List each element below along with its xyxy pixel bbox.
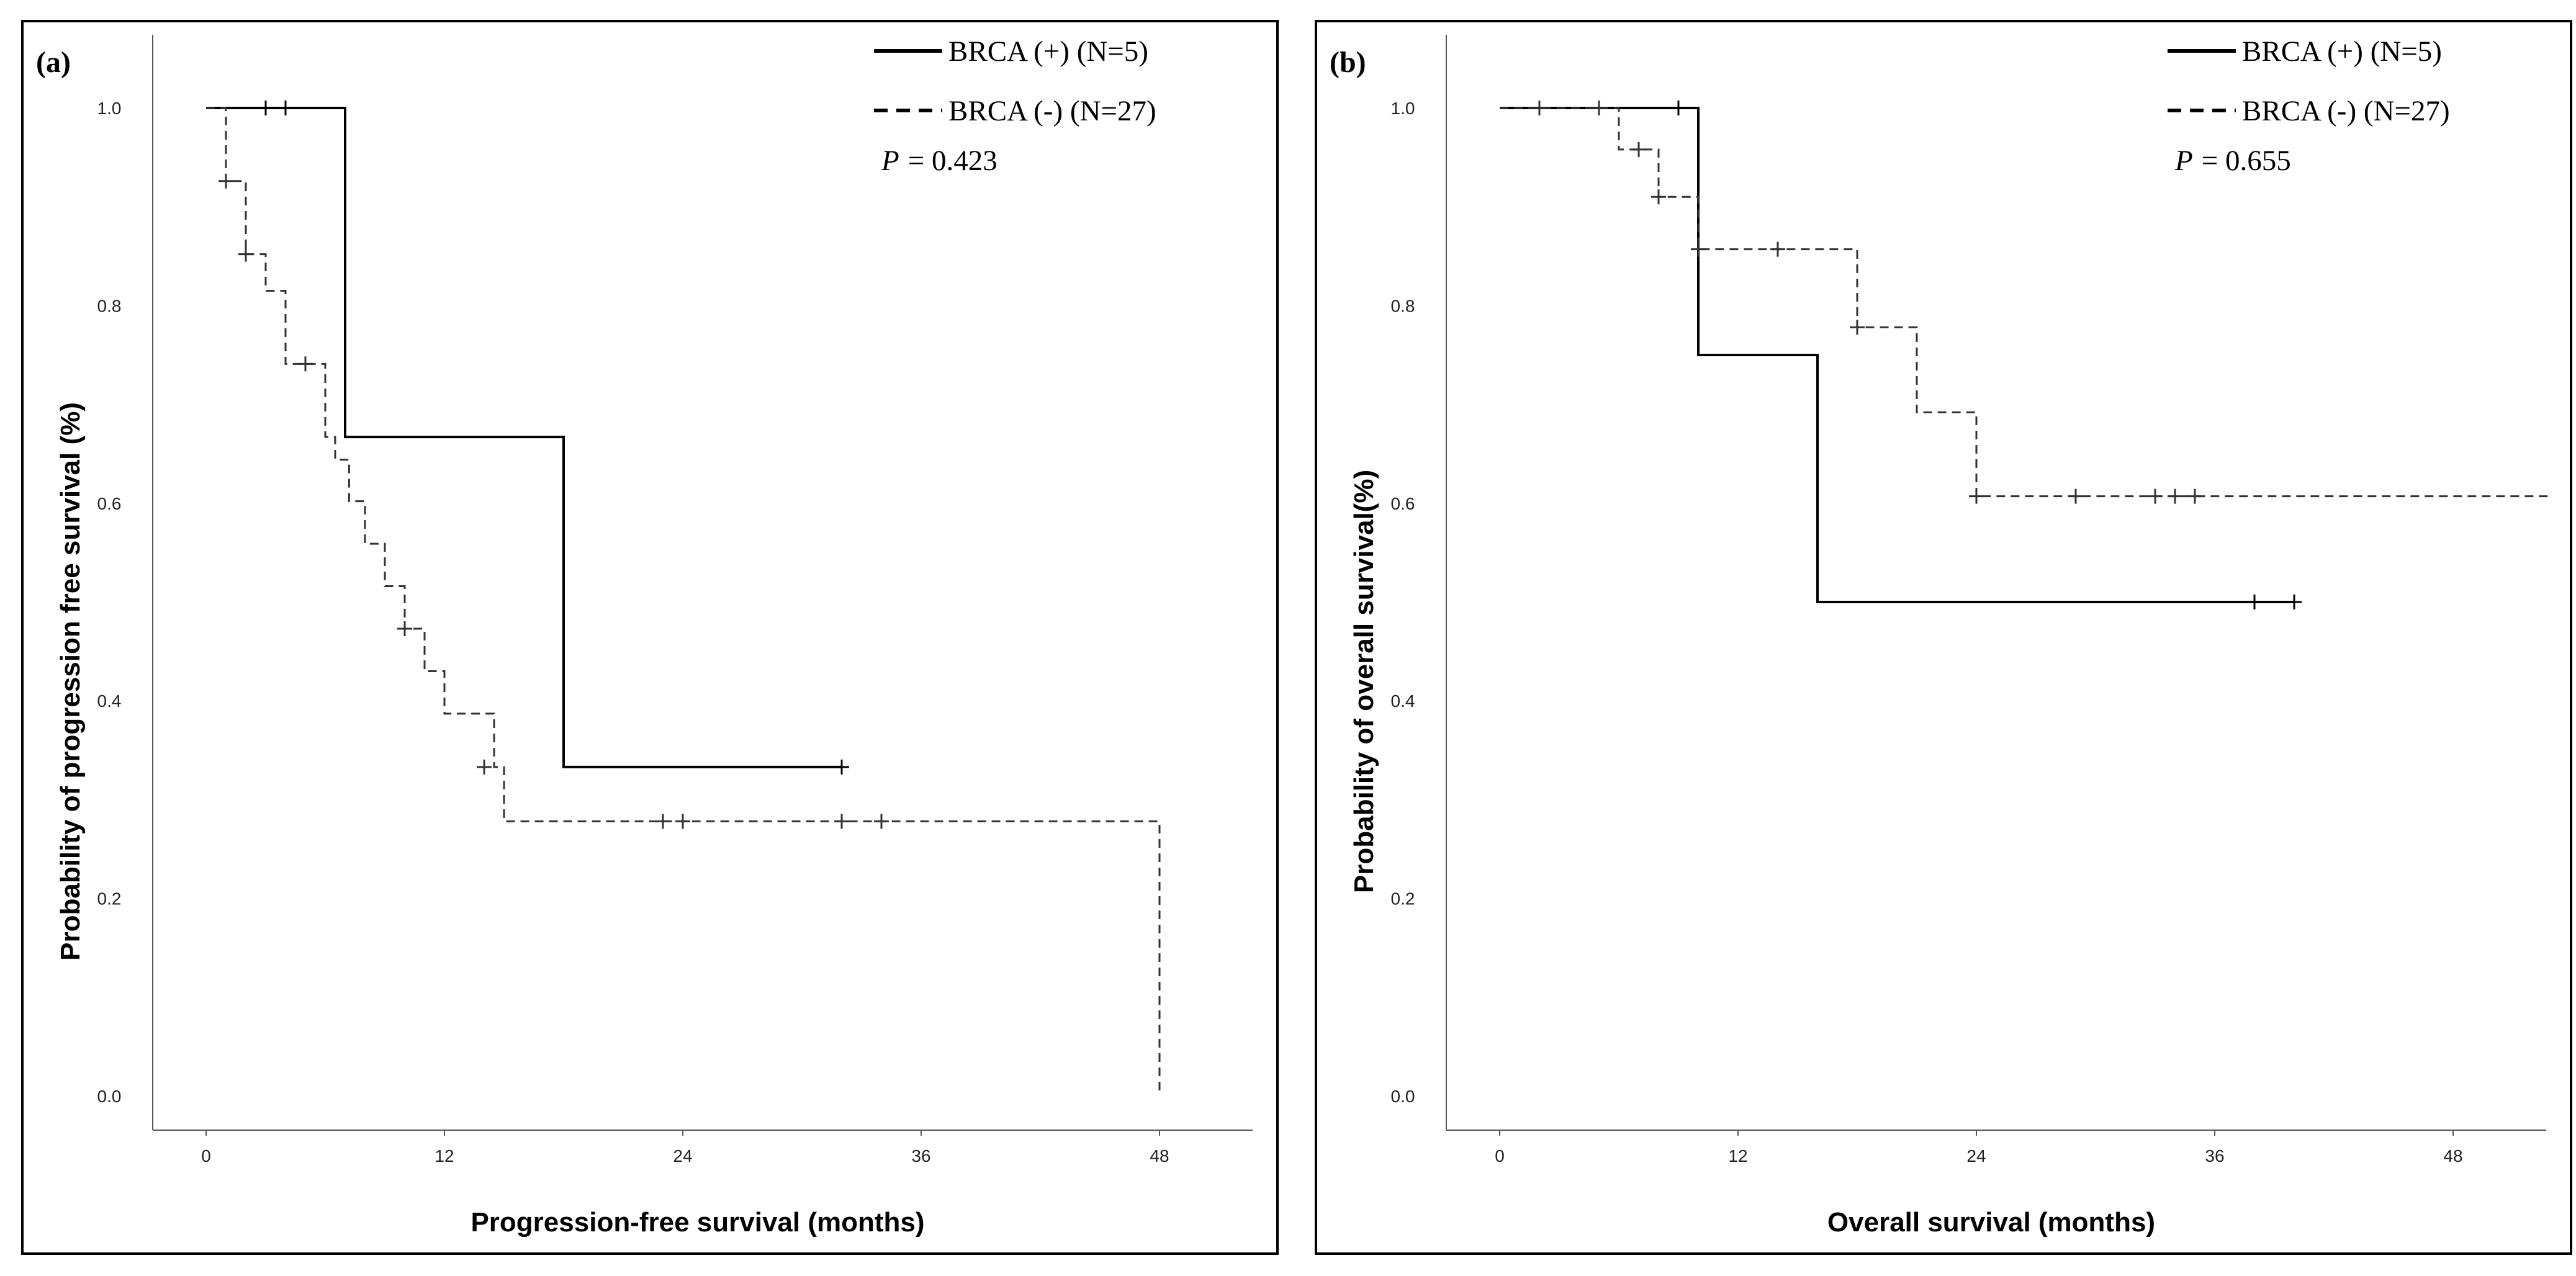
km-curve-brca-negative <box>206 107 1161 1096</box>
p-value-number: = 0.655 <box>2202 145 2291 177</box>
km-chart-a: (a) 0.0 0.2 0.4 0.6 0.8 1.0 0 12 24 36 48 Progress… <box>36 35 1253 1238</box>
chart-panel-b: (b) 0.0 0.2 0.4 0.6 0.8 1.0 0 12 24 36 48 Overall … <box>1315 20 2572 1255</box>
censor-mark <box>1532 101 1547 115</box>
y-tick-label: 0.0 <box>1391 1087 1415 1106</box>
censor-mark <box>834 814 849 829</box>
km-curve-brca-negative <box>1500 107 2552 498</box>
x-axis-title: Overall survival (months) <box>1827 1207 2155 1238</box>
y-tick-label: 0.2 <box>97 889 122 909</box>
p-value: P = 0.655 <box>2174 145 2291 177</box>
y-tick-label: 0.4 <box>97 691 122 711</box>
censor-mark <box>1671 101 1686 115</box>
legend: BRCA (+) (N=5) BRCA (-) (N=27) P = 0.655 <box>2168 35 2450 177</box>
p-value: P = 0.423 <box>881 145 998 177</box>
x-tick-label: 12 <box>1728 1146 1747 1166</box>
y-axis-title: Probability of overall survival(%) <box>1349 470 1379 893</box>
x-tick-label: 0 <box>201 1146 211 1166</box>
y-tick-label: 0.6 <box>1391 494 1415 513</box>
x-tick-label: 0 <box>1495 1146 1505 1166</box>
y-tick-label: 1.0 <box>1391 99 1415 118</box>
legend-label-brca-positive: BRCA (+) (N=5) <box>2242 35 2442 68</box>
censor-mark <box>218 173 233 189</box>
y-tick-label: 0.4 <box>1391 691 1415 711</box>
x-tick-label: 24 <box>1966 1146 1986 1166</box>
censor-mark <box>2287 595 2302 609</box>
panel-label: (a) <box>36 46 71 79</box>
p-value-label: P <box>2174 145 2193 177</box>
censor-mark <box>278 101 293 115</box>
km-chart-b: (b) 0.0 0.2 0.4 0.6 0.8 1.0 0 12 24 36 48 Overall … <box>1330 35 2552 1238</box>
legend: BRCA (+) (N=5) BRCA (-) (N=27) P = 0.423 <box>874 35 1156 177</box>
censor-mark <box>1592 101 1606 115</box>
censor-mark <box>397 621 412 636</box>
p-value-number: = 0.423 <box>908 145 998 177</box>
censor-mark <box>1691 241 1706 257</box>
y-tick-label: 0.8 <box>1391 296 1415 315</box>
km-curve-brca-positive <box>206 107 842 768</box>
y-tick-label: 0.8 <box>97 296 122 315</box>
y-tick-label: 0.6 <box>97 494 122 513</box>
censor-mark <box>238 246 253 262</box>
x-axis-title: Progression-free survival (months) <box>471 1207 924 1238</box>
x-tick-label: 48 <box>2443 1146 2462 1166</box>
legend-label-brca-negative: BRCA (-) (N=27) <box>948 95 1156 127</box>
censor-mark <box>2168 488 2182 504</box>
censor-mark <box>2068 488 2083 504</box>
censor-mark <box>477 759 492 775</box>
censor-mark <box>298 356 313 372</box>
x-tick-label: 24 <box>673 1146 692 1166</box>
censor-mark <box>675 814 690 829</box>
censor-mark <box>2148 488 2163 504</box>
censor-mark <box>1770 241 1785 257</box>
legend-label-brca-positive: BRCA (+) (N=5) <box>948 35 1148 68</box>
y-tick-label: 0.2 <box>1391 889 1415 909</box>
km-curve-brca-positive <box>1500 107 2294 603</box>
panel-label: (b) <box>1330 46 1366 79</box>
censor-mark <box>1969 488 1984 504</box>
p-value-label: P <box>881 145 899 177</box>
censor-mark <box>1651 189 1666 205</box>
censor-mark <box>1850 320 1865 335</box>
censor-mark <box>2247 595 2262 609</box>
y-axis-title: Probability of progression free survival… <box>55 402 86 961</box>
censor-mark <box>834 759 849 775</box>
censor-mark <box>655 814 670 829</box>
legend-label-brca-negative: BRCA (-) (N=27) <box>2242 95 2450 127</box>
chart-panel-a: (a) 0.0 0.2 0.4 0.6 0.8 1.0 0 12 24 36 48 Progress… <box>21 20 1279 1255</box>
x-tick-label: 36 <box>2205 1146 2224 1166</box>
y-tick-label: 0.0 <box>97 1087 122 1106</box>
y-tick-label: 1.0 <box>97 99 122 118</box>
censor-mark <box>874 814 889 829</box>
x-tick-label: 36 <box>911 1146 930 1166</box>
x-tick-label: 48 <box>1150 1146 1169 1166</box>
censor-mark <box>258 101 273 115</box>
censor-mark <box>2187 488 2202 504</box>
censor-mark <box>1631 142 1646 157</box>
x-tick-label: 12 <box>435 1146 454 1166</box>
